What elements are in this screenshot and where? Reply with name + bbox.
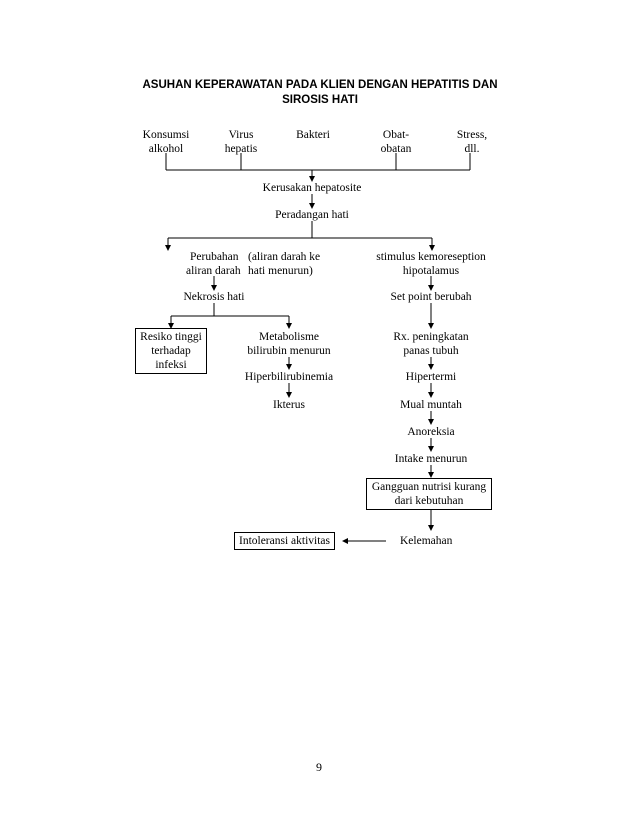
document-title: ASUHAN KEPERAWATAN PADA KLIEN DENGAN HEP… <box>110 78 530 108</box>
title-line-2: SIROSIS HATI <box>282 94 358 106</box>
node-set-point: Set point berubah <box>390 291 472 303</box>
node-hiperbilirubinemia: Hiperbilirubinemia <box>244 371 334 383</box>
node-kelemahan: Kelemahan <box>400 535 453 547</box>
node-metabolisme-bilirubin: Metabolisme bilirubin menurun <box>247 331 331 357</box>
node-stimulus-kemoreseption: stimulus kemoreseption hipotalamus <box>376 251 486 277</box>
node-intoleransi-aktivitas: Intoleransi aktivitas <box>234 532 335 550</box>
node-gangguan-nutrisi: Gangguan nutrisi kurang dari kebutuhan <box>366 478 492 510</box>
page-number: 9 <box>316 760 322 774</box>
node-intake-menurun: Intake menurun <box>394 453 468 465</box>
node-kerusakan-hepatosite: Kerusakan hepatosite <box>262 182 362 194</box>
node-anoreksia: Anoreksia <box>407 426 455 438</box>
title-line-1: ASUHAN KEPERAWATAN PADA KLIEN DENGAN HEP… <box>142 79 498 91</box>
node-aliran-darah-hati: (aliran darah ke hati menurun) <box>248 251 321 277</box>
node-ikterus: Ikterus <box>273 399 305 411</box>
node-resiko-infeksi: Resiko tinggi terhadap infeksi <box>135 328 207 374</box>
node-peradangan-hati: Peradangan hati <box>275 209 349 221</box>
node-perubahan-aliran-darah: Perubahan aliran darah <box>186 251 241 277</box>
node-rx-peningkatan-panas: Rx. peningkatan panas tubuh <box>393 331 469 357</box>
cause-stress: Stress, dll. <box>456 129 488 155</box>
cause-drugs: Obat- obatan <box>380 129 412 155</box>
cause-virus: Virus hepatis <box>224 129 258 155</box>
node-mual-muntah: Mual muntah <box>400 399 462 411</box>
node-hipertermi: Hipertermi <box>405 371 457 383</box>
cause-alcohol: Konsumsi alkohol <box>142 129 190 155</box>
cause-bacteria: Bakteri <box>296 129 330 141</box>
node-nekrosis-hati: Nekrosis hati <box>183 291 245 303</box>
